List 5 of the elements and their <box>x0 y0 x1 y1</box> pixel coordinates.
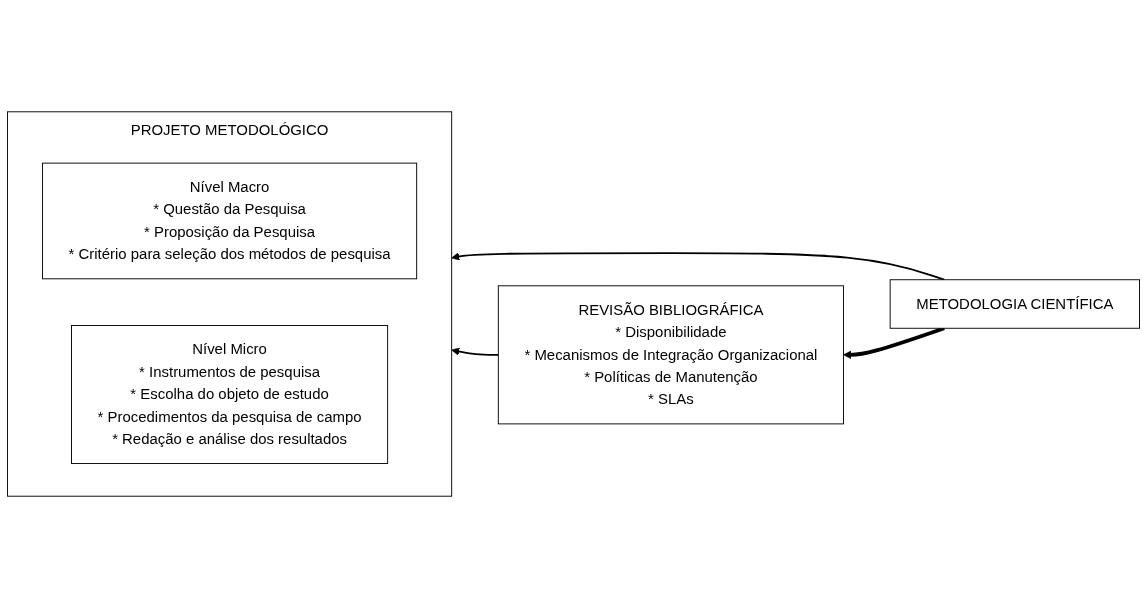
node-box: Nível Micro * Instrumentos de pesquisa * Escolha do objeto de estudo * Procedimentos da pesquisa de campo * Redação e análise dos resultados <box>71 325 389 464</box>
node-box: Nível Macro * Questão da Pesquisa * Proposição da Pesquisa * Critério para seleção dos métodos de pesquisa <box>42 162 418 280</box>
arrow <box>451 347 500 356</box>
node-box: METODOLOGIA CIENTÍFICA <box>889 279 1140 329</box>
node-box: REVISÃO BIBLIOGRÁFICA * Disponibilidade * Mecanismos de Integração Organizacional * Políticas de Manutenção * SLAs <box>497 285 844 425</box>
